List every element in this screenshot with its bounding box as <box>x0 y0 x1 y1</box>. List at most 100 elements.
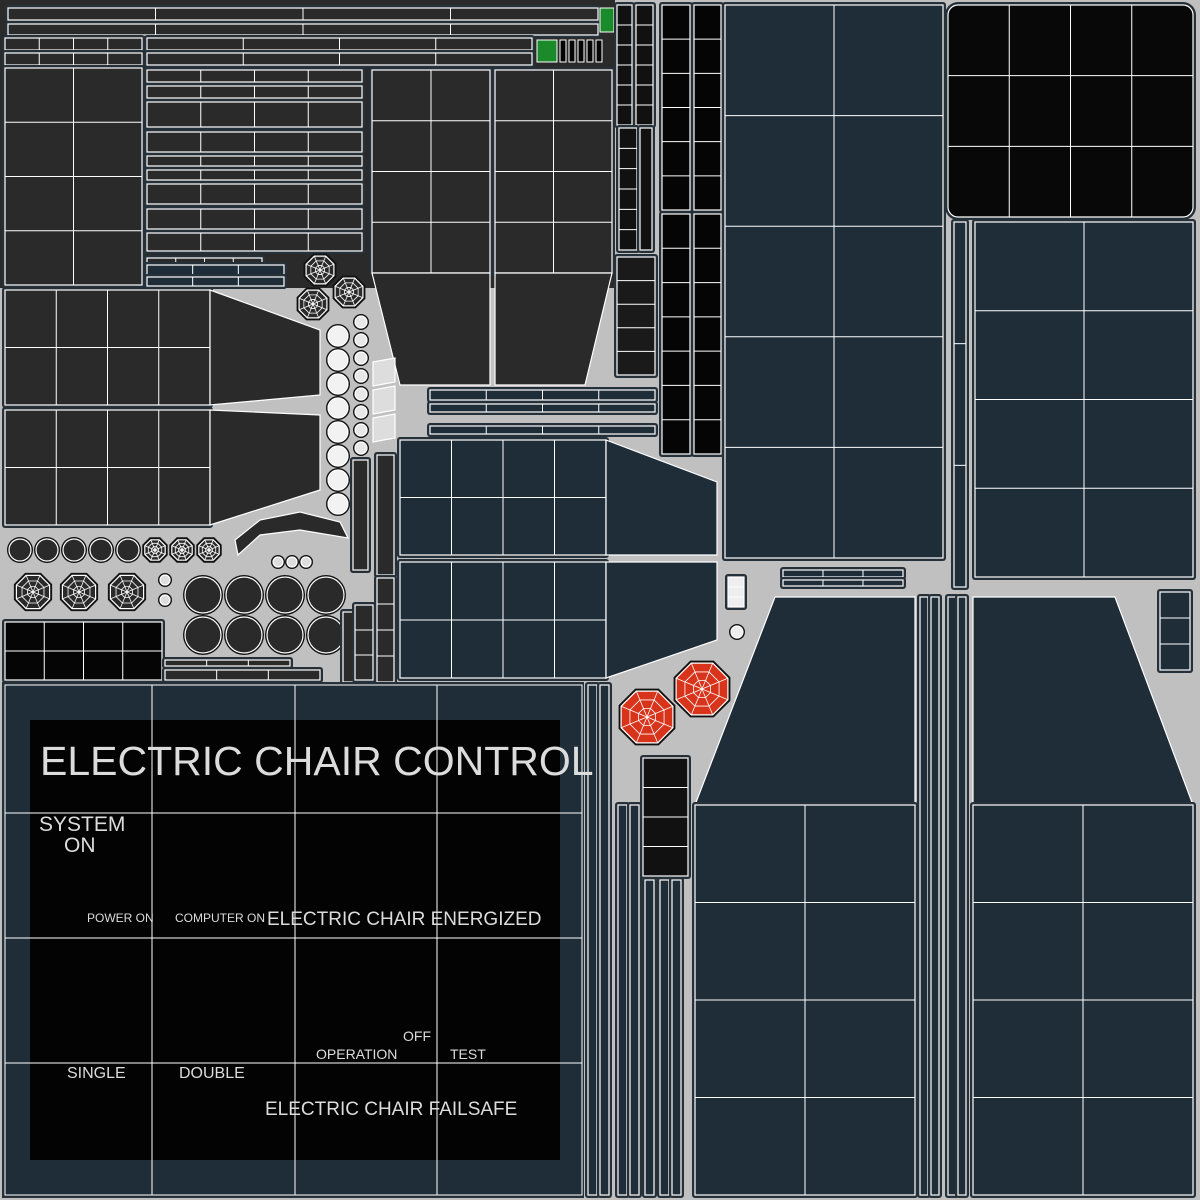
thin-strip-b <box>164 659 291 667</box>
ring-spoke <box>154 549 166 555</box>
ring-spoke <box>171 549 183 555</box>
ring-spoke <box>198 549 210 555</box>
black-strip-d <box>693 213 722 455</box>
lower-vstrip-3 <box>957 596 967 1196</box>
knob-spoke <box>348 285 364 293</box>
nut <box>307 576 345 614</box>
small-fan <box>372 385 396 415</box>
knob-spoke <box>348 291 356 307</box>
large-knob-spoke <box>16 591 34 600</box>
nut <box>184 576 222 614</box>
knob-spoke <box>306 289 314 305</box>
ring-spoke <box>181 549 193 555</box>
red-button-spoke <box>690 662 703 690</box>
large-knob-spoke <box>78 584 96 593</box>
ring-spoke <box>208 539 214 551</box>
knob-spoke <box>312 303 320 319</box>
bottom-vstrip-3 <box>629 804 640 1196</box>
knob-spoke <box>312 297 328 305</box>
large-knob-spoke <box>110 591 128 600</box>
ring <box>8 538 32 562</box>
tiny-knob <box>730 625 744 639</box>
tiny-circle <box>159 574 171 586</box>
button-circle <box>327 397 349 419</box>
large-knob-spoke <box>32 575 41 593</box>
small-circle <box>354 369 368 383</box>
small-circle <box>354 315 368 329</box>
large-knob-spoke <box>126 591 144 600</box>
operation-label: OPERATION <box>316 1046 398 1062</box>
large-knob-spoke <box>62 591 80 600</box>
knob-spoke <box>319 255 327 271</box>
system-on-label-2: ON <box>64 834 96 857</box>
small-fan <box>372 413 396 443</box>
knob-spoke <box>298 297 314 305</box>
green-tile <box>536 39 558 63</box>
large-knob-spoke <box>78 591 87 609</box>
vstrip-h <box>342 611 354 683</box>
ring-spoke <box>177 549 183 561</box>
lower-vstrip-1 <box>930 596 940 1196</box>
ring-spoke <box>177 539 183 551</box>
mid-panel-a-taper <box>605 439 718 556</box>
ring-spoke <box>154 539 160 551</box>
ring-spoke <box>154 545 166 551</box>
red-button-spoke <box>701 688 714 716</box>
large-knob-spoke <box>25 591 34 609</box>
vstrip-d <box>639 127 653 251</box>
trapezoid-b <box>494 272 613 386</box>
button-circle <box>327 325 349 347</box>
knob-spoke <box>312 289 320 305</box>
ring <box>116 538 140 562</box>
small-black-strip <box>586 39 594 63</box>
tiny-vpanel <box>1159 591 1191 671</box>
knob-spoke <box>342 291 350 307</box>
nut <box>307 616 345 654</box>
power-on-label: POWER ON <box>87 911 154 925</box>
knob-spoke <box>298 303 314 311</box>
knob-spoke <box>312 303 328 311</box>
ring <box>89 538 113 562</box>
computer-on-label: COMPUTER ON <box>175 911 265 925</box>
ring-spoke <box>198 545 210 551</box>
tiny-circle <box>159 594 171 606</box>
left-wing-b-taper <box>209 409 321 526</box>
red-button-spoke <box>646 716 674 729</box>
large-knob-spoke <box>71 591 80 609</box>
ring <box>62 538 86 562</box>
system-on-label-1: SYSTEM <box>39 813 126 836</box>
red-button-spoke <box>675 677 703 690</box>
blue-strip-b <box>146 276 285 287</box>
large-knob-spoke <box>119 575 128 593</box>
blue-strip-a <box>146 264 285 276</box>
large-knob-spoke <box>78 575 87 593</box>
red-button-spoke <box>620 705 648 718</box>
ring-spoke <box>154 549 160 561</box>
red-button-spoke <box>701 662 714 690</box>
vstrip-f <box>352 459 369 571</box>
knob-spoke <box>334 285 350 293</box>
ring-spoke <box>208 545 220 551</box>
bottom-vstrip-6 <box>671 879 682 1196</box>
knob-spoke <box>319 269 335 277</box>
nut <box>225 616 263 654</box>
red-button-spoke <box>646 716 659 744</box>
small-circle <box>354 351 368 365</box>
ring-spoke <box>208 549 220 555</box>
red-button-spoke <box>690 688 703 716</box>
large-knob-spoke <box>32 591 41 609</box>
button-circle <box>327 421 349 443</box>
large-knob-spoke <box>71 575 80 593</box>
trapezoid-a <box>371 272 491 386</box>
ring-spoke <box>150 539 156 551</box>
large-knob-spoke <box>126 591 135 609</box>
bottom-vstrip-1 <box>599 684 610 1196</box>
knob-spoke <box>348 291 364 299</box>
ring <box>35 538 59 562</box>
small-black-strip <box>577 39 585 63</box>
button-circle <box>327 469 349 491</box>
large-knob-spoke <box>126 575 135 593</box>
red-button-spoke <box>646 690 659 718</box>
small-circle <box>354 405 368 419</box>
right-hstrip-a <box>782 569 904 578</box>
